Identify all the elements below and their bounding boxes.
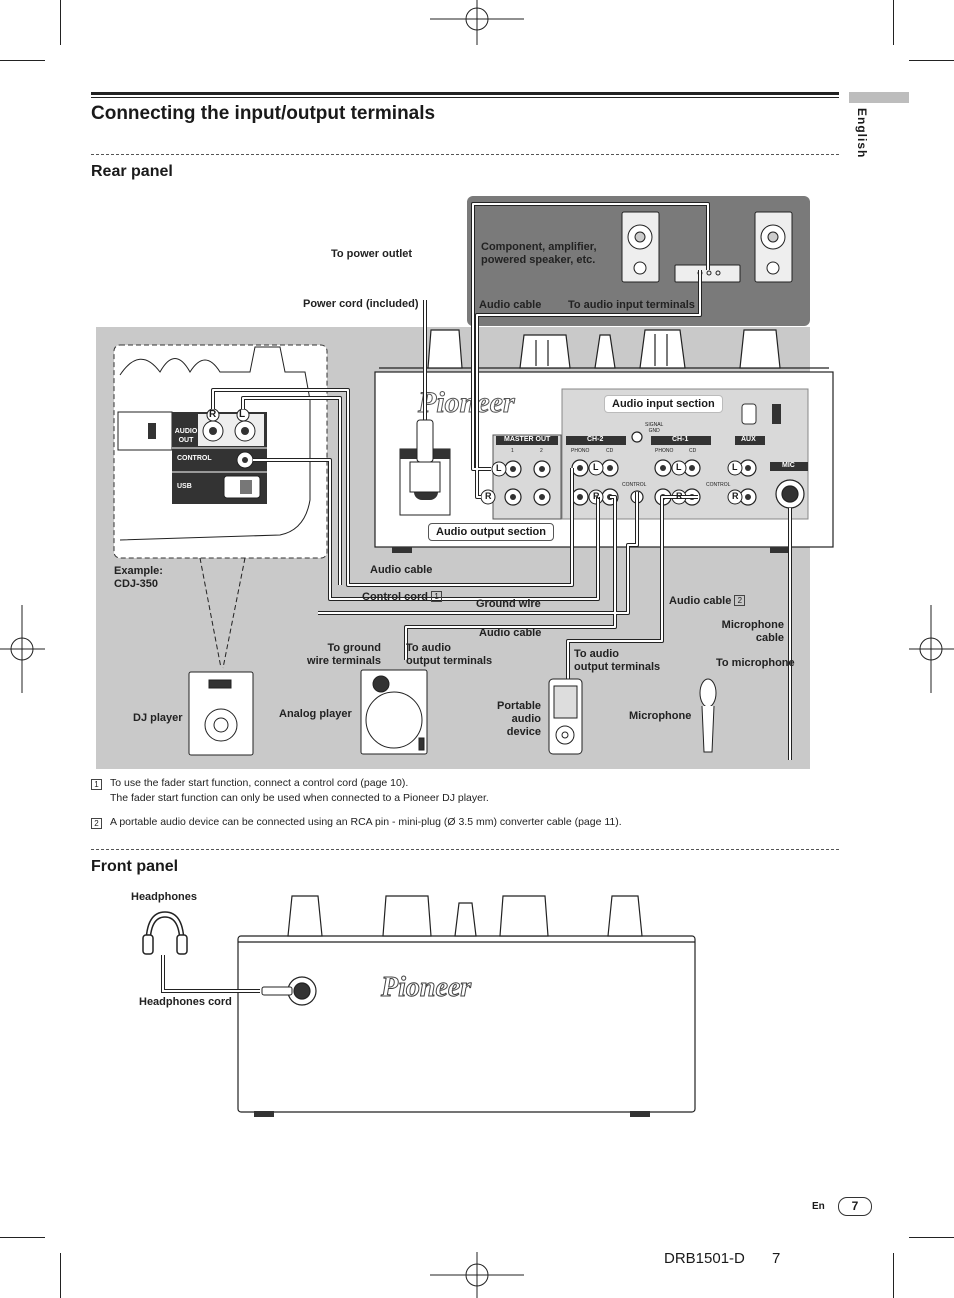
crop-mark [0, 1237, 45, 1238]
ch2-cd-label: CD [606, 448, 614, 454]
cdj-r-label: R [209, 409, 217, 420]
footnote-1: 1 To use the fader start function, conne… [91, 776, 831, 806]
audio-output-section-label: Audio output section [428, 523, 554, 541]
headphones-cord-label: Headphones cord [139, 996, 232, 1008]
crop-mark [60, 0, 61, 45]
speaker-left [621, 211, 660, 283]
headphones-label: Headphones [131, 891, 198, 903]
dj-player-device [188, 671, 254, 756]
doc-code: DRB1501-D [664, 1250, 745, 1267]
audio-cable-mid-label: Audio cable [370, 564, 433, 576]
ground-wire-label: Ground wire [476, 598, 541, 610]
rear-panel-heading: Rear panel [91, 163, 173, 180]
aux-label: AUX [741, 436, 756, 443]
power-cord-label: Power cord (included) [303, 298, 419, 310]
to-power-outlet-label: To power outlet [331, 248, 413, 260]
control-jack-label: CONTROL [622, 482, 647, 488]
microphone-label: Microphone [629, 710, 692, 722]
plug-r: R [676, 491, 683, 501]
plug-r: R [593, 491, 600, 501]
example-label: Example: CDJ-350 [114, 565, 163, 590]
control-jack-label-2: CONTROL [706, 482, 731, 488]
cdj-l-label: L [239, 409, 246, 420]
headphones-icon [142, 911, 188, 955]
mixer-brand: Pioneer [417, 386, 515, 419]
crop-mark [909, 60, 954, 61]
analog-player-device [360, 669, 428, 755]
front-panel-heading: Front panel [91, 858, 179, 875]
to-microphone-label: To microphone [716, 657, 795, 669]
cdj-control-label: CONTROL [177, 455, 212, 462]
portable-audio-device-label: Portable audio device [496, 700, 541, 738]
crop-mark [893, 1253, 894, 1298]
plug-r: R [485, 491, 492, 501]
portable-device [548, 678, 583, 755]
crop-mark [0, 60, 45, 61]
master-1-label: 1 [511, 448, 514, 454]
header-rule [91, 92, 839, 95]
analog-player-label: Analog player [279, 708, 352, 720]
section-divider [91, 154, 839, 155]
ch2-phono-label: PHONO [571, 448, 590, 454]
cdj-panel [113, 344, 328, 559]
ch1-cd-label: CD [689, 448, 697, 454]
crop-mark [60, 1253, 61, 1298]
footnote-1-text: To use the fader start function, connect… [110, 777, 489, 804]
footnote-2-text: A portable audio device can be connected… [110, 816, 622, 828]
audio-cable-2-label: Audio cable 2 [669, 595, 746, 608]
speaker-right [754, 211, 793, 283]
microphone-cable-label: Microphone cable [721, 619, 784, 644]
ch1-phono-label: PHONO [655, 448, 674, 454]
signal-gnd-label: SIGNAL GND [645, 422, 664, 434]
ch2-label: CH-2 [587, 436, 604, 443]
mic-label: MIC [782, 462, 795, 469]
crop-mark [893, 0, 894, 45]
audio-cable-low-label: Audio cable [479, 627, 542, 639]
plug-l: L [496, 463, 502, 473]
doc-page: 7 [772, 1250, 781, 1267]
footer-page-number: 7 [838, 1197, 872, 1216]
control-cord-label: Control cord 1 [362, 591, 443, 604]
master-out-label: MASTER OUT [504, 436, 551, 443]
plug-r: R [732, 491, 739, 501]
audio-input-section-label: Audio input section [604, 395, 723, 413]
dj-player-label: DJ player [133, 712, 183, 724]
to-audio-output-1-label: To audio output terminals [406, 642, 493, 667]
footer-lang: En [812, 1201, 825, 1212]
footnote-2-num: 2 [91, 818, 102, 829]
note-ref-2: 2 [734, 595, 746, 606]
page-title: Connecting the input/output terminals [91, 103, 436, 124]
footnote-1-num: 1 [91, 779, 102, 790]
plug-l: L [676, 462, 682, 472]
language-tab: English [855, 108, 869, 159]
power-cord [409, 300, 441, 493]
to-audio-output-2-label: To audio output terminals [574, 648, 661, 673]
component-label: Component, amplifier, powered speaker, e… [481, 241, 597, 266]
to-audio-input-terminals-label: To audio input terminals [568, 299, 695, 311]
header-rule-thin [91, 97, 839, 98]
footnote-2: 2 A portable audio device can be connect… [91, 815, 831, 830]
master-2-label: 2 [540, 448, 543, 454]
note-ref-1: 1 [431, 591, 443, 602]
microphone-device [699, 678, 717, 753]
cdj-usb-label: USB [177, 483, 192, 490]
plug-l: L [593, 462, 599, 472]
cdj-audio-out-label: AUDIO OUT [174, 428, 198, 444]
language-tab-bar [849, 92, 909, 103]
to-ground-label: To ground wire terminals [307, 642, 381, 667]
section-divider [91, 849, 839, 850]
front-brand: Pioneer [380, 972, 472, 1003]
ch1-label: CH-1 [672, 436, 689, 443]
crop-mark [909, 1237, 954, 1238]
audio-cable-top-label: Audio cable [479, 299, 542, 311]
plug-l: L [732, 462, 738, 472]
